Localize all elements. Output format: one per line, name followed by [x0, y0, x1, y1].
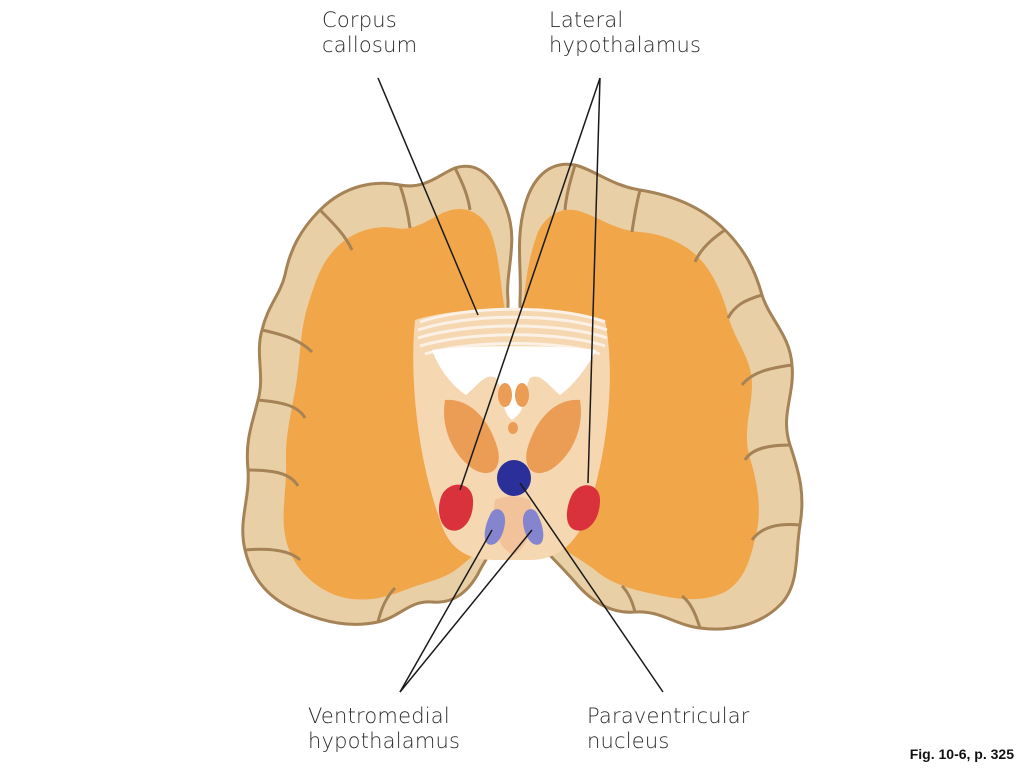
- fornix-right: [515, 383, 529, 407]
- third-ventricle-structure: [508, 422, 518, 434]
- left-sulcus: [398, 184, 412, 229]
- label-line: Paraventricular: [587, 704, 750, 728]
- figure-caption: Fig. 10-6, p. 325: [909, 746, 1014, 762]
- right-sulcus: [563, 164, 577, 211]
- leader-corpus-callosum: [377, 77, 479, 316]
- lateral-hypothalamus-label: Lateral hypothalamus: [549, 8, 701, 58]
- right-sulcus: [740, 363, 793, 386]
- leader-ventromedial-right: [399, 529, 533, 693]
- right-sulcus: [693, 228, 726, 263]
- ventromedial-hypothalamus-left-nucleus: [484, 509, 506, 545]
- right-basal-ganglia: [526, 399, 581, 474]
- right-sulcus: [750, 522, 801, 541]
- label-line: Ventromedial: [308, 704, 450, 728]
- right-sulcus: [620, 584, 637, 613]
- left-sulcus: [318, 208, 354, 251]
- label-line: Corpus: [322, 8, 397, 32]
- hypothalamus-base: [493, 496, 532, 555]
- leader-lateral-hypothalamus-left: [459, 77, 601, 491]
- label-line: nucleus: [587, 729, 670, 753]
- corpus-callosum-label: Corpus callosum: [322, 8, 417, 58]
- right-sulcus: [630, 189, 642, 233]
- left-sulcus: [376, 586, 397, 623]
- right-sulcus: [743, 443, 791, 461]
- left-sulcus: [257, 398, 307, 419]
- left-sulcus: [453, 167, 472, 211]
- left-sulcus: [244, 547, 302, 562]
- fornix-left: [498, 383, 512, 407]
- leader-lateral-hypothalamus-right: [587, 77, 601, 484]
- lateral-ventricles: [432, 346, 596, 420]
- label-line: callosum: [322, 33, 418, 57]
- left-sulcus: [247, 468, 300, 487]
- label-line: Lateral: [549, 8, 624, 32]
- paraventricular-nucleus-label: Paraventricular nucleus: [587, 704, 750, 754]
- label-line: hypothalamus: [308, 729, 461, 753]
- leader-ventromedial-left: [399, 529, 493, 693]
- leader-paraventricular: [519, 482, 664, 693]
- lateral-hypothalamus-right-nucleus: [566, 485, 600, 531]
- left-sulcus: [261, 328, 314, 354]
- ventromedial-hypothalamus-label: Ventromedial hypothalamus: [308, 704, 460, 754]
- label-line: hypothalamus: [549, 33, 702, 57]
- lateral-hypothalamus-left-nucleus: [438, 484, 474, 531]
- right-sulcus: [681, 594, 702, 629]
- right-sulcus: [726, 293, 763, 319]
- left-basal-ganglia: [444, 399, 499, 474]
- leader-lines: [377, 77, 664, 693]
